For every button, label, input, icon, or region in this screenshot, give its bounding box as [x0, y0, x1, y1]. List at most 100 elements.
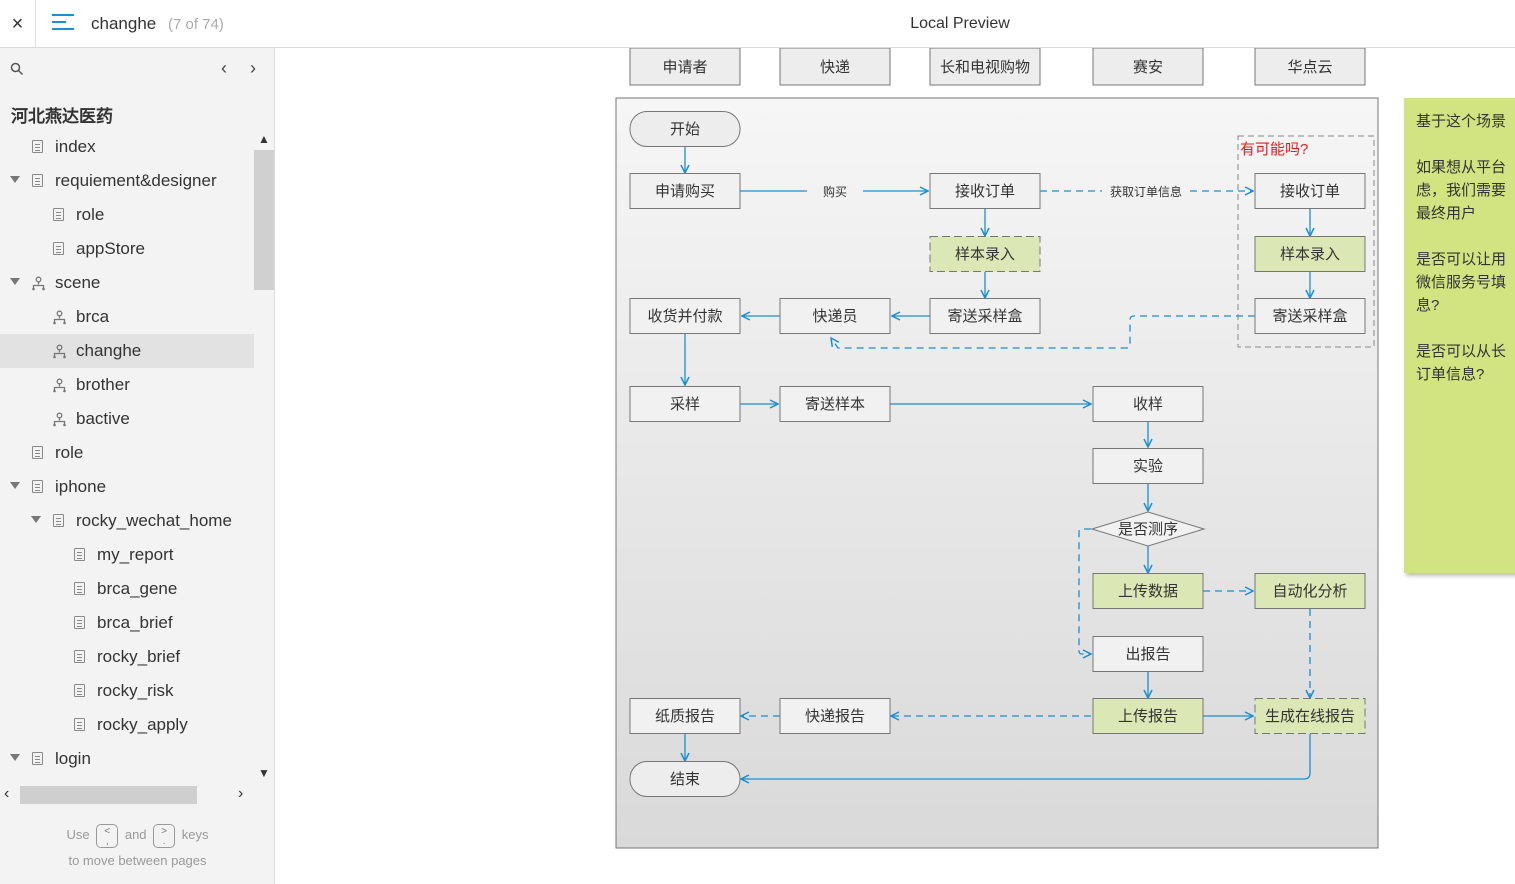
tree-item-rocky-risk[interactable]: rocky_risk [0, 674, 254, 708]
note-line: 如果想从平台 [1416, 159, 1507, 176]
expand-arrow-icon[interactable] [10, 754, 20, 761]
tree-item-index[interactable]: index [0, 130, 254, 164]
tree-item-bactive[interactable]: bactive [0, 402, 254, 436]
note-paragraph: 基于这个场景 [1416, 110, 1515, 133]
node-upload-data: 上传数据 [1092, 573, 1204, 609]
tree-item-scene[interactable]: scene [0, 266, 254, 300]
tree-item-label: appStore [76, 239, 145, 258]
tree-item-label: bactive [76, 409, 130, 428]
node-label: 样本录入 [1280, 246, 1340, 263]
document-page-icon [53, 514, 64, 527]
node-receive-order-2: 接收订单 [1254, 173, 1366, 209]
lane-label: 申请者 [662, 59, 707, 76]
vertical-scroll-thumb[interactable] [254, 150, 274, 290]
node-label: 样本录入 [955, 246, 1015, 263]
tree-item-label: rocky_wechat_home [76, 511, 232, 530]
diagram-pool [615, 97, 1379, 849]
vertical-scrollbar[interactable]: ▲ ▼ [254, 130, 274, 792]
tree-item-brca-brief[interactable]: brca_brief [0, 606, 254, 640]
document-page-icon [32, 446, 43, 459]
tree-item-rocky-apply[interactable]: rocky_apply [0, 708, 254, 742]
comma-key-icon: <, [96, 823, 119, 848]
node-label: 收样 [1133, 396, 1163, 413]
node-label: 出报告 [1125, 646, 1170, 663]
node-receive-order-1: 接收订单 [929, 173, 1041, 209]
preview-title-container: Local Preview [760, 0, 1160, 48]
lane-header: 申请者 [629, 48, 741, 86]
node-sampling: 采样 [629, 386, 741, 422]
flow-page-icon [52, 344, 66, 359]
note-line: 基于这个场景 [1416, 113, 1507, 130]
next-page-button[interactable]: › [250, 58, 256, 78]
tree-item-label: rocky_risk [97, 681, 174, 700]
tree-item-rocky-brief[interactable]: rocky_brief [0, 640, 254, 674]
tree-item-brother[interactable]: brother [0, 368, 254, 402]
tree-item-my-report[interactable]: my_report [0, 538, 254, 572]
node-courier: 快递员 [779, 298, 891, 334]
node-paper-report: 纸质报告 [629, 698, 741, 734]
horizontal-scrollbar[interactable]: ‹ › [0, 784, 254, 806]
search-icon[interactable] [10, 62, 24, 76]
node-start: 开始 [629, 111, 741, 147]
tree-item-appstore[interactable]: appStore [0, 232, 254, 266]
flow-page-icon [52, 310, 66, 325]
document-page-icon [74, 718, 85, 731]
document-page-icon [32, 174, 43, 187]
expand-arrow-icon[interactable] [10, 482, 20, 489]
node-end: 结束 [629, 761, 741, 797]
lane-header: 赛安 [1092, 48, 1204, 86]
horizontal-scroll-thumb[interactable] [20, 786, 197, 804]
tree-item-label: login [55, 749, 91, 768]
page-count: (7 of 74) [168, 16, 224, 33]
document-page-icon [74, 684, 85, 697]
note-line: 息? [1416, 297, 1440, 314]
scroll-left-icon[interactable]: ‹ [4, 785, 10, 802]
node-label: 快递员 [812, 308, 857, 325]
tree-item-label: role [55, 443, 84, 462]
node-apply-buy: 申请购买 [629, 173, 741, 209]
tree-item-label: changhe [76, 341, 142, 360]
node-label: 纸质报告 [655, 708, 715, 725]
node-label: 实验 [1133, 458, 1163, 475]
flow-diagram: 申请者快递长和电视购物赛安华点云 开始申请购买接收订单样本录入寄送采样盒接收订单… [615, 48, 1379, 849]
node-auto-analysis: 自动化分析 [1254, 573, 1366, 609]
node-label: 结束 [670, 771, 700, 788]
note-line: 是否可以从长 [1416, 343, 1507, 360]
node-label: 接收订单 [1280, 183, 1340, 200]
node-send-box-2: 寄送采样盒 [1254, 298, 1366, 334]
tree-item-rocky-wechat-home[interactable]: rocky_wechat_home [0, 504, 254, 538]
document-page-icon [74, 548, 85, 561]
hint-line2: to move between pages [68, 853, 207, 868]
menu-icon[interactable] [52, 14, 74, 34]
lane-label: 长和电视购物 [940, 59, 1030, 76]
node-send-box-1: 寄送采样盒 [929, 298, 1041, 334]
document-page-icon [74, 616, 85, 629]
scroll-down-icon[interactable]: ▼ [258, 766, 270, 780]
expand-arrow-icon[interactable] [10, 176, 20, 183]
expand-arrow-icon[interactable] [31, 516, 41, 523]
close-button[interactable]: × [0, 0, 36, 48]
tree-item-login[interactable]: login [0, 742, 254, 776]
node-receive-pay: 收货并付款 [629, 298, 741, 334]
node-make-report: 出报告 [1092, 636, 1204, 672]
tree-item-requiement-designer[interactable]: requiement&designer [0, 164, 254, 198]
tree-item-brca-gene[interactable]: brca_gene [0, 572, 254, 606]
flow-page-icon [31, 276, 45, 291]
tree-item-brca[interactable]: brca [0, 300, 254, 334]
question-label: 有可能吗? [1240, 141, 1308, 158]
tree-item-changhe[interactable]: changhe [0, 334, 254, 368]
tree-item-label: role [76, 205, 105, 224]
tree-item-role[interactable]: role [0, 198, 254, 232]
node-label: 开始 [670, 121, 700, 138]
tree-item-iphone[interactable]: iphone [0, 470, 254, 504]
previous-page-button[interactable]: ‹ [221, 58, 227, 78]
tree-item-role[interactable]: role [0, 436, 254, 470]
node-send-sample: 寄送样本 [779, 386, 891, 422]
scroll-right-icon[interactable]: › [238, 785, 244, 802]
scroll-up-icon[interactable]: ▲ [258, 132, 270, 146]
expand-arrow-icon[interactable] [10, 278, 20, 285]
node-label: 是否测序 [1118, 521, 1178, 538]
note-paragraph: 是否可以从长订单信息? [1416, 340, 1515, 386]
period-key-icon: >. [153, 823, 176, 848]
